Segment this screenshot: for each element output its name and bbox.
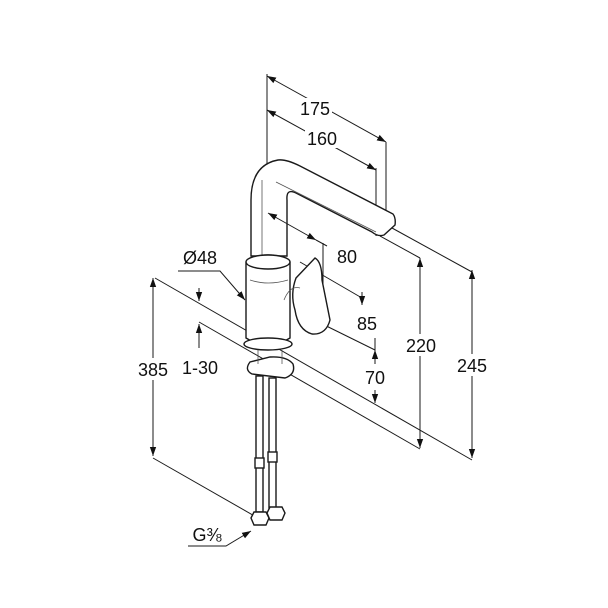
- dim-80: 80: [337, 247, 357, 267]
- mounting-plate: [246, 356, 295, 379]
- dim-85: 85: [357, 314, 377, 334]
- dim-385: 385: [138, 360, 168, 380]
- spout: [250, 159, 396, 257]
- dim-deck-thickness: 1-30: [182, 358, 218, 378]
- dimension-labels: 175 160 80 Ø48 85 70 220 245 385 1-30 G⅜: [134, 98, 491, 545]
- dim-175: 175: [300, 99, 330, 119]
- supply-hoses: [250, 375, 286, 526]
- dim-220: 220: [406, 336, 436, 356]
- dim-diameter-48: Ø48: [183, 248, 217, 268]
- dim-245: 245: [457, 356, 487, 376]
- dim-160: 160: [307, 129, 337, 149]
- faucet: [243, 159, 396, 526]
- dim-70: 70: [365, 368, 385, 388]
- lever-handle: [292, 257, 331, 335]
- dim-thread: G⅜: [192, 525, 222, 545]
